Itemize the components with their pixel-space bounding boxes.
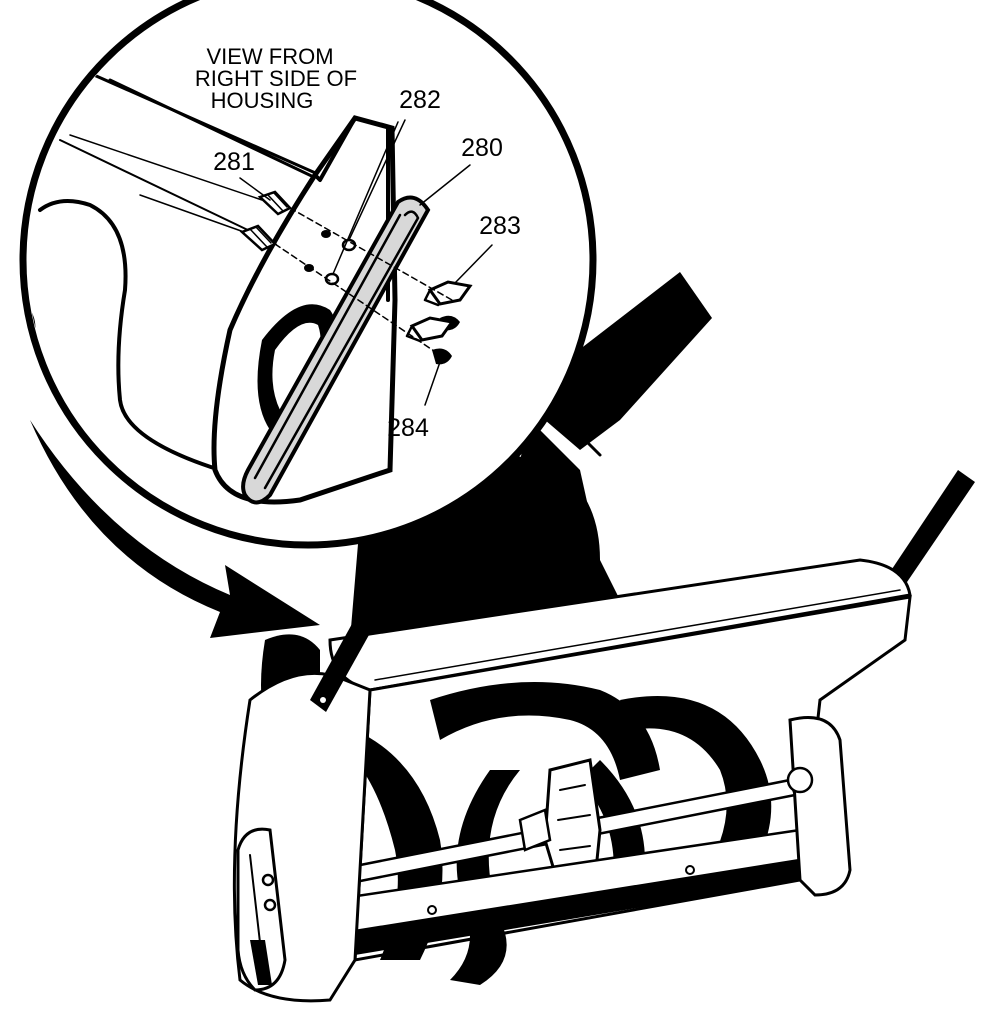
- bottom-plate-bolt-2: [685, 865, 695, 875]
- housing-right-side: [788, 716, 852, 897]
- inset-hole-upper: [321, 230, 331, 238]
- leader-282a: [348, 119, 406, 241]
- axis-line-lower: [274, 243, 441, 356]
- snow-thrower: [30, 272, 975, 1003]
- callout-283: 283: [479, 212, 521, 240]
- axis-line-upper-bolt: [69, 134, 263, 201]
- skid-shoe-bolt-lower: [263, 898, 277, 912]
- auger-bolt: [518, 808, 552, 852]
- housing-side-strip: [310, 555, 408, 712]
- chute-notch: [578, 433, 602, 457]
- inset-housing-line-2: [108, 78, 322, 182]
- auger-spiral-center: [430, 682, 660, 780]
- callout-281: 281: [213, 148, 255, 176]
- wing-nut-lower: [405, 316, 455, 343]
- axis-line-upper: [289, 207, 453, 301]
- view-label-line-1: VIEW FROM: [206, 44, 333, 69]
- chute-deflector: [540, 272, 712, 450]
- leader-280: [419, 164, 471, 206]
- discharge-chute: [520, 420, 600, 590]
- axis-line-lower-bolt: [139, 194, 245, 233]
- leader-281: [239, 177, 271, 201]
- leader-283: [454, 244, 493, 284]
- leader-282b: [332, 121, 399, 275]
- bottom-plate-bolt-1: [427, 905, 437, 915]
- skid-shoe-280: [241, 195, 431, 505]
- wing-nut-upper: [423, 280, 473, 307]
- direction-arrow: [30, 420, 320, 638]
- side-strip-bolt: [320, 697, 326, 703]
- skid-shoe-slot: [250, 940, 272, 985]
- engine-highlight-2: [428, 545, 502, 562]
- skid-shoe-bolt-upper: [261, 873, 275, 887]
- view-label-line-3: HOUSING: [211, 88, 314, 113]
- handle-bar: [888, 470, 975, 585]
- inset-auger-contour: [38, 199, 222, 472]
- callout-284: 284: [387, 414, 429, 442]
- inset-hole-lower: [304, 264, 314, 272]
- view-label-line-2: RIGHT SIDE OF: [195, 66, 357, 91]
- leader-284: [424, 361, 441, 406]
- callout-280: 280: [461, 134, 503, 162]
- right-bearing: [786, 766, 814, 794]
- installed-skid-shoe: [236, 827, 287, 992]
- detail-inset: VIEW FROM RIGHT SIDE OF HOUSING 282 280 …: [19, 0, 597, 549]
- scraper-bar: [320, 860, 805, 960]
- callout-282: 282: [399, 86, 441, 114]
